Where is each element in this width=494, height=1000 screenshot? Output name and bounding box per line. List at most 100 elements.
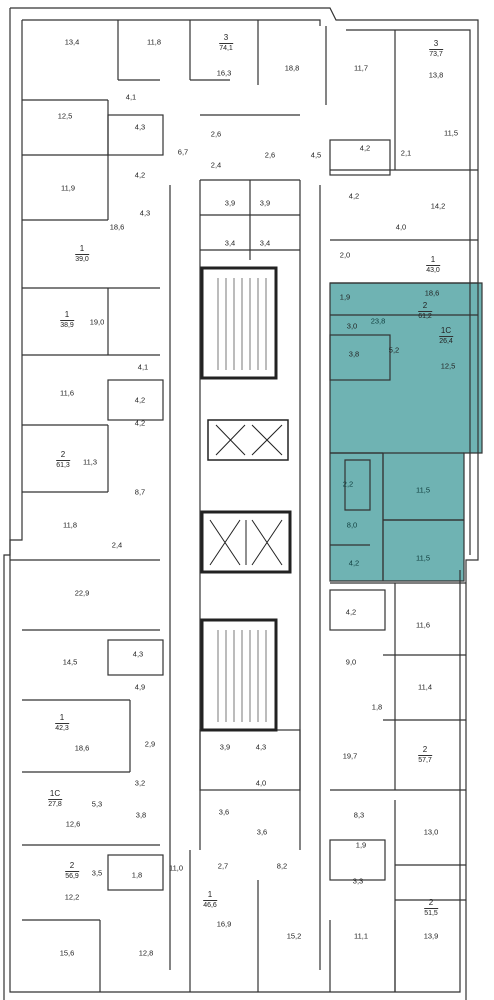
room-area: 11,4 <box>417 682 433 692</box>
room-area: 13,9 <box>423 931 439 941</box>
room-area: 1,8 <box>371 702 383 712</box>
apartment-area: 51,5 <box>424 908 438 917</box>
apartment-rooms: 1С <box>440 326 452 335</box>
room-area: 8,2 <box>276 861 288 871</box>
room-area: 4,3 <box>139 208 151 218</box>
room-area: 4,0 <box>395 222 407 232</box>
room-area: 2,4 <box>210 160 222 170</box>
room-area: 2,4 <box>111 540 123 550</box>
room-area: 4,2 <box>348 191 360 201</box>
room-area: 8,7 <box>134 487 146 497</box>
room-area: 12,5 <box>440 361 456 371</box>
room-area: 18,8 <box>284 63 300 73</box>
room-area: 11,5 <box>415 485 431 495</box>
room-area: 13,8 <box>428 70 444 80</box>
room-area: 22,9 <box>74 588 90 598</box>
room-area: 4,5 <box>310 150 322 160</box>
apartment-rooms: 1 <box>64 310 70 319</box>
room-area: 3,3 <box>352 876 364 886</box>
room-area: 1,9 <box>339 292 351 302</box>
room-area: 1,9 <box>355 840 367 850</box>
apartment-rooms: 2 <box>60 450 66 459</box>
room-area: 14,2 <box>430 201 446 211</box>
room-area: 12,5 <box>57 111 73 121</box>
apartment-area: 26,4 <box>439 336 453 345</box>
room-area: 4,2 <box>134 395 146 405</box>
apartment-area: 46,6 <box>203 900 217 909</box>
apartment-area: 56,9 <box>65 871 79 880</box>
room-area: 11,5 <box>443 128 459 138</box>
apartment-area: 73,7 <box>429 49 443 58</box>
room-area: 12,8 <box>138 948 154 958</box>
room-area: 4,9 <box>134 682 146 692</box>
room-area: 8,0 <box>346 520 358 530</box>
room-area: 3,8 <box>135 810 147 820</box>
room-area: 4,3 <box>132 649 144 659</box>
apartment-rooms: 2 <box>422 745 428 754</box>
room-area: 6,7 <box>177 147 189 157</box>
apartment-area: 57,7 <box>418 755 432 764</box>
room-area: 5,3 <box>91 799 103 809</box>
room-area: 19,7 <box>342 751 358 761</box>
room-area: 4,0 <box>255 778 267 788</box>
room-area: 16,3 <box>216 68 232 78</box>
room-area: 11,1 <box>353 931 369 941</box>
apartment-area: 61,2 <box>418 311 432 320</box>
room-area: 2,7 <box>217 861 229 871</box>
room-area: 18,6 <box>109 222 125 232</box>
room-area: 11,0 <box>168 863 184 873</box>
room-area: 11,6 <box>59 388 75 398</box>
room-area: 11,8 <box>62 520 78 530</box>
room-area: 4,2 <box>134 170 146 180</box>
apartment-rooms: 3 <box>433 39 439 48</box>
room-area: 3,2 <box>134 778 146 788</box>
room-area: 11,6 <box>415 620 431 630</box>
apartment-area: 61,3 <box>56 460 70 469</box>
room-area: 3,6 <box>256 827 268 837</box>
room-area: 11,5 <box>415 553 431 563</box>
apartment-rooms: 3 <box>223 33 229 42</box>
room-area: 2,0 <box>339 250 351 260</box>
room-area: 11,3 <box>82 457 98 467</box>
room-area: 2,2 <box>342 479 354 489</box>
room-area: 18,6 <box>74 743 90 753</box>
apartment-rooms: 1С <box>49 789 61 798</box>
room-area: 4,2 <box>134 418 146 428</box>
room-area: 12,6 <box>65 819 81 829</box>
apartment-rooms: 2 <box>422 301 428 310</box>
room-area: 5,2 <box>388 345 400 355</box>
apartment-area: 43,0 <box>426 265 440 274</box>
room-area: 15,2 <box>286 931 302 941</box>
room-area: 3,9 <box>224 198 236 208</box>
room-area: 1,8 <box>131 870 143 880</box>
room-area: 14,5 <box>62 657 78 667</box>
room-area: 2,1 <box>400 148 412 158</box>
apartment-rooms: 1 <box>430 255 436 264</box>
apartment-area: 38,9 <box>60 320 74 329</box>
apartment-area: 39,0 <box>75 254 89 263</box>
room-area: 3,9 <box>259 198 271 208</box>
room-area: 18,6 <box>424 288 440 298</box>
room-area: 4,1 <box>137 362 149 372</box>
room-area: 11,9 <box>60 183 76 193</box>
room-area: 2,6 <box>210 129 222 139</box>
apartment-area: 74,1 <box>219 43 233 52</box>
room-area: 3,4 <box>259 238 271 248</box>
room-area: 3,6 <box>218 807 230 817</box>
room-area: 13,0 <box>423 827 439 837</box>
room-area: 19,0 <box>89 317 105 327</box>
